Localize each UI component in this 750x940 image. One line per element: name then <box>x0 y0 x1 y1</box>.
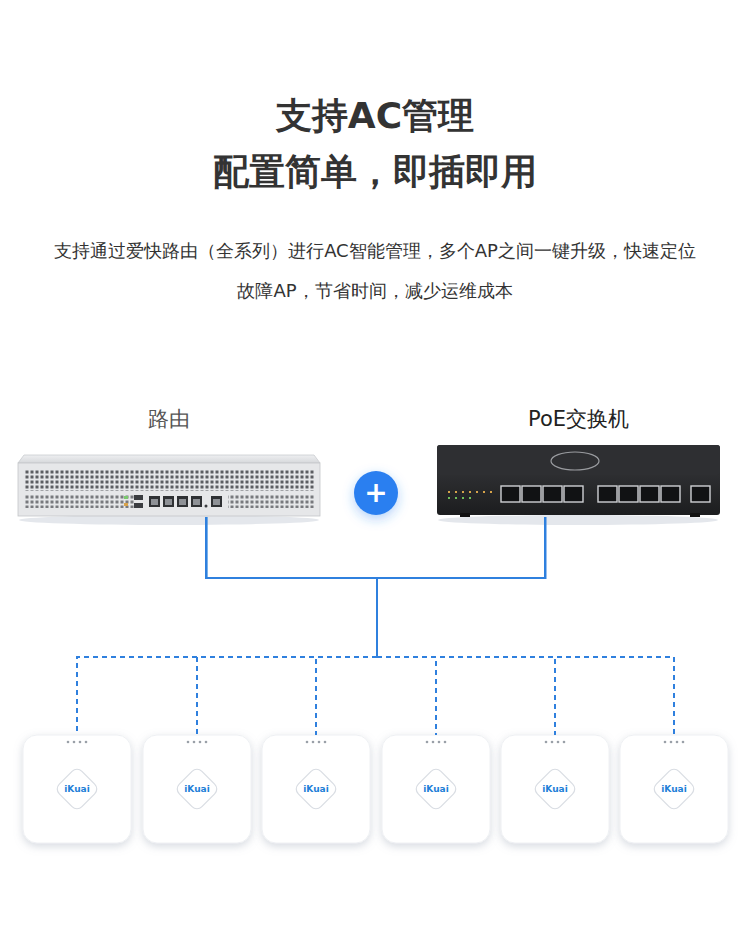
access-point-node: iKuai <box>143 735 251 843</box>
access-point-node: iKuai <box>382 735 490 843</box>
connector <box>197 517 377 735</box>
plus-symbol: + <box>354 471 398 515</box>
title-text: 支持AC管理 <box>0 92 750 140</box>
logo-text: iKuai <box>620 784 728 794</box>
connector <box>377 517 555 735</box>
access-point-node: iKuai <box>23 735 131 843</box>
logo-text: iKuai <box>143 784 251 794</box>
logo-text: iKuai <box>501 784 609 794</box>
connector <box>316 517 545 735</box>
access-point-node: iKuai <box>501 735 609 843</box>
access-point-devices <box>23 735 728 843</box>
connector <box>206 517 674 735</box>
connector <box>377 517 674 735</box>
connector <box>206 517 555 735</box>
router-node: 路由 <box>18 455 320 517</box>
access-point-node: iKuai <box>262 735 370 843</box>
connector <box>197 517 545 735</box>
logo-text: iKuai <box>262 784 370 794</box>
device-heading: 路由 <box>0 405 340 433</box>
logo-text: iKuai <box>382 784 490 794</box>
subtitle-text: 配置简单，即插即用 <box>0 148 750 196</box>
connector <box>206 517 377 735</box>
access-point-node: iKuai <box>620 735 728 843</box>
device-heading: PoE交换机 <box>417 405 740 433</box>
poe-switch-device <box>437 445 720 525</box>
description-text: 支持通过爱快路由（全系列）进行AC智能管理，多个AP之间一键升级，快速定位故障A… <box>50 231 700 311</box>
connector <box>77 517 545 735</box>
router-device <box>18 455 320 525</box>
logo-text: iKuai <box>23 784 131 794</box>
connector <box>377 517 545 735</box>
connector <box>77 517 377 735</box>
connector <box>206 517 436 735</box>
poe-switch-node: PoE交换机 <box>437 445 720 517</box>
plus-badge <box>354 471 398 515</box>
